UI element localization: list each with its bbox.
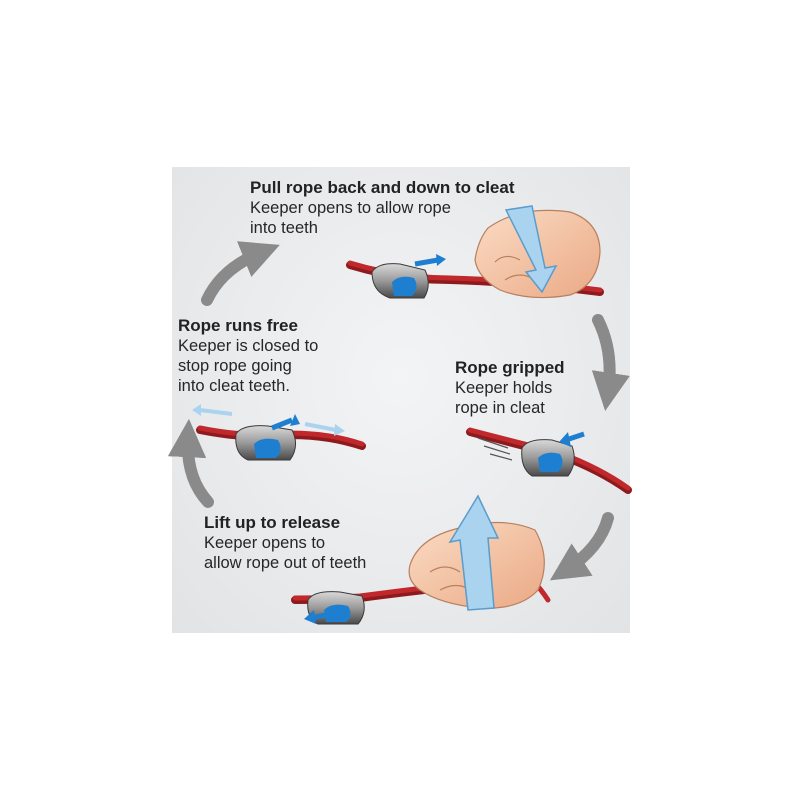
pull-rope-illustration <box>346 205 604 299</box>
rope-runs-free-illustration <box>192 404 366 461</box>
blue-arrow-icon <box>271 414 300 431</box>
step-gripped-title: Rope gripped <box>455 358 565 377</box>
blue-arrow-icon <box>304 610 331 624</box>
step-pull-description: Keeper opens to allow rope into teeth <box>250 198 515 238</box>
step-release-description: Keeper opens to allow rope out of teeth <box>204 533 366 573</box>
light-blue-arrow-icon <box>448 494 500 611</box>
step-release-desc-line: Keeper opens to <box>204 534 326 552</box>
cycle-arrow-icon-left <box>167 418 214 508</box>
blue-arrow-icon <box>559 431 585 447</box>
rope-cleat-icon <box>371 263 429 299</box>
rope-cleat-icon <box>521 439 575 477</box>
cycle-arrow-icon-right <box>591 314 630 411</box>
cycle-arrow-icon-top-left <box>201 241 280 306</box>
rope-cleat-icon <box>235 425 296 461</box>
lift-release-illustration <box>291 494 551 625</box>
step-runs-free-desc-line: Keeper is closed to <box>178 337 319 355</box>
step-gripped: Rope gripped Keeper holds rope in cleat <box>455 358 565 418</box>
cycle-arrow-icon-bottom-right <box>549 512 614 581</box>
step-runs-free: Rope runs free Keeper is closed to stop … <box>178 316 318 396</box>
step-runs-free-desc-line: into cleat teeth. <box>178 377 290 395</box>
step-pull-desc-line: into teeth <box>250 219 318 237</box>
step-gripped-desc-line: rope in cleat <box>455 399 545 417</box>
light-blue-arrow-icon <box>504 205 558 294</box>
rope-gripped-illustration <box>466 427 632 494</box>
step-gripped-description: Keeper holds rope in cleat <box>455 378 565 418</box>
blue-arrow-icon <box>414 254 446 267</box>
light-blue-arrow-icon-left <box>192 404 233 416</box>
step-runs-free-title: Rope runs free <box>178 316 298 335</box>
step-runs-free-desc-line: stop rope going <box>178 357 292 375</box>
step-pull: Pull rope back and down to cleat Keeper … <box>250 178 515 238</box>
light-blue-arrow-icon-right <box>304 422 345 436</box>
step-release-desc-line: allow rope out of teeth <box>204 554 367 572</box>
step-gripped-desc-line: Keeper holds <box>455 379 553 397</box>
step-release-title: Lift up to release <box>204 513 341 532</box>
step-release: Lift up to release Keeper opens to allow… <box>204 513 366 573</box>
step-pull-desc-line: Keeper opens to allow rope <box>250 199 451 217</box>
step-runs-free-description: Keeper is closed to stop rope going into… <box>178 336 318 396</box>
step-pull-title: Pull rope back and down to cleat <box>250 178 515 197</box>
